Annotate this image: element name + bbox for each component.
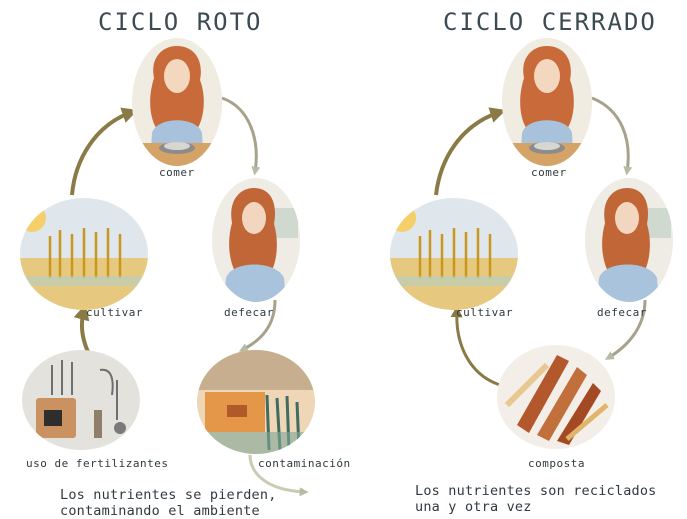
fertilizers-illustration-left [22,350,140,450]
defecate-label-right: defecar [597,306,647,319]
arrow-eat-to-defecate-right [592,98,628,172]
broken-cycle-title: CICLO ROTO [98,8,263,36]
arrow-eat-to-defecate-left [222,98,256,172]
contamination-illustration-left [197,350,315,454]
cultivate-illustration-right [390,198,518,310]
compost-illustration-right [497,345,615,449]
cultivate-label-right: cultivar [456,306,513,319]
closed-cycle-title: CICLO CERRADO [443,8,657,36]
compost-label-right: composta [528,457,585,470]
broken-cycle-caption-line2: contaminando el ambiente [60,503,260,519]
fertilizers-label-left: uso de fertilizantes [26,457,168,470]
arrow-compost-to-cultivate-right [457,310,500,385]
cultivate-label-left: cultivar [86,306,143,319]
eat-illustration-left [132,38,222,166]
defecate-label-left: defecar [224,306,274,319]
defecate-illustration-right [585,178,673,302]
broken-cycle-caption-line1: Los nutrientes se pierden, [60,487,277,503]
defecate-illustration-left [212,178,300,302]
cultivate-illustration-left [20,198,148,310]
eat-label-right: comer [531,166,567,179]
contamination-label-left: contaminación [258,457,351,470]
arrow-cultivate-to-eat-left [72,112,132,195]
arrow-cultivate-to-eat-right [436,112,500,195]
eat-illustration-right [502,38,592,166]
closed-cycle-caption-line2: una y otra vez [415,499,532,515]
closed-cycle-caption-line1: Los nutrientes son reciclados [415,483,657,499]
eat-label-left: comer [159,166,195,179]
